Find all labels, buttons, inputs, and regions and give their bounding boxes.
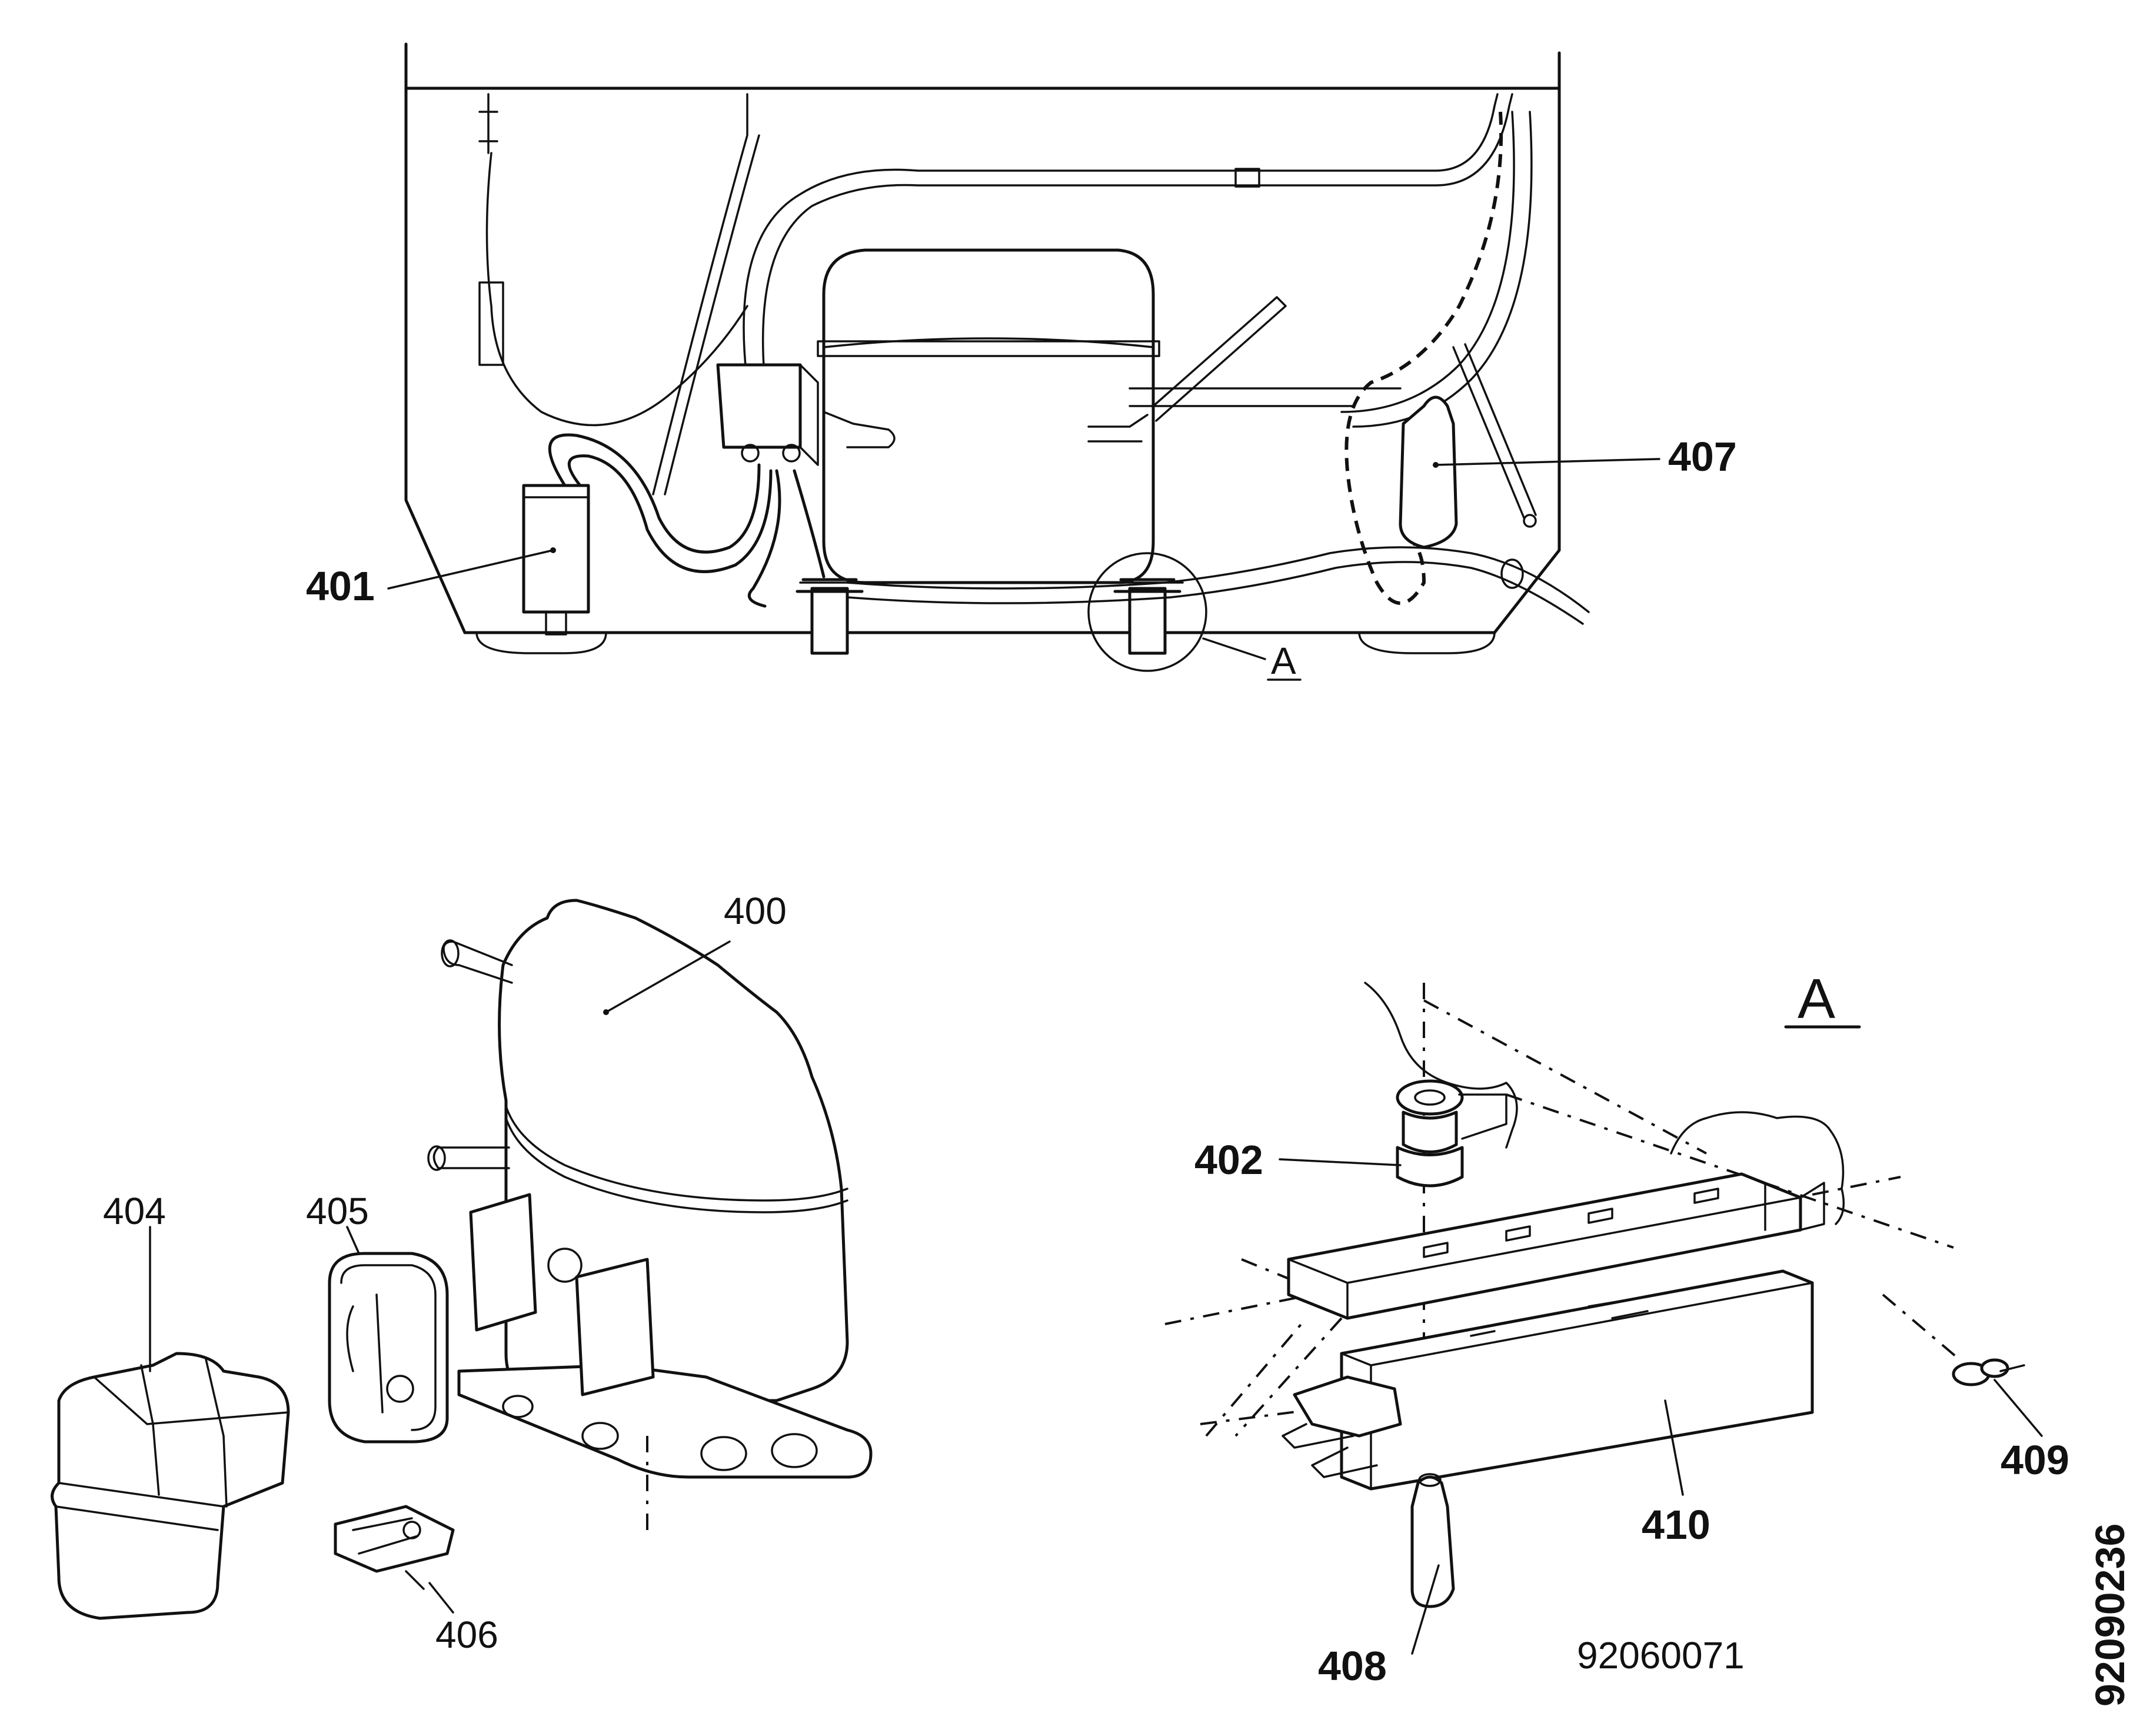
compressor-stub-left — [823, 411, 896, 448]
leader-a — [1202, 637, 1266, 660]
starter-box-side — [799, 364, 819, 466]
rod-end — [1523, 514, 1537, 528]
capacitor-foot — [545, 611, 567, 636]
right-pipe-inner — [1352, 111, 1533, 428]
leader-408 — [1411, 1564, 1440, 1655]
charge-tube — [1152, 296, 1287, 422]
leader-401 — [387, 549, 554, 590]
terminal-a — [741, 444, 760, 463]
compressor-seam-2 — [505, 1117, 848, 1213]
leader-409 — [1993, 1379, 2043, 1437]
terminal-pin — [547, 1248, 583, 1283]
stub-mid-end — [427, 1145, 446, 1171]
compressor-shell — [498, 899, 849, 1402]
leader-402 — [1279, 1158, 1402, 1166]
dash-plane-1 — [1423, 999, 1707, 1155]
leader-407 — [1435, 458, 1660, 466]
detail-title: A — [1798, 967, 1835, 1030]
end-clip — [1293, 1375, 1402, 1438]
compressor-compartment-view — [404, 42, 1590, 672]
label-detail-ref: A — [1271, 640, 1296, 682]
part-402-grommet — [1396, 1079, 1507, 1188]
label-404: 404 — [103, 1190, 166, 1232]
leader-401-dot — [550, 547, 556, 553]
wire-3 — [747, 469, 781, 608]
base-hole-3 — [581, 1422, 619, 1450]
label-410: 410 — [1642, 1502, 1710, 1548]
foot-left — [475, 631, 607, 654]
label-400: 400 — [724, 890, 787, 932]
mount-right-top — [1113, 578, 1181, 593]
compressor-band — [817, 340, 1160, 357]
bottom-tube-inner — [846, 561, 1584, 625]
drain-hose-dashed — [1344, 111, 1503, 605]
bottom-tube — [846, 546, 1590, 613]
filter-drier — [478, 281, 504, 366]
compressor-dome — [823, 337, 1154, 348]
part-406-clip — [334, 1505, 455, 1590]
part-404-cover — [51, 1352, 290, 1620]
drawing-number: 92060071 — [1577, 1634, 1745, 1677]
label-401: 401 — [306, 563, 375, 609]
base-plate — [457, 1363, 873, 1479]
label-409: 409 — [2001, 1437, 2069, 1483]
left-tube — [478, 93, 498, 154]
bracket-left — [469, 1193, 537, 1332]
base-hole-2 — [771, 1433, 818, 1468]
right-pipe — [1340, 111, 1515, 413]
label-407: 407 — [1668, 434, 1737, 480]
suction-line — [652, 93, 748, 495]
bracket-right — [575, 1258, 655, 1396]
compressor-seam — [505, 1105, 848, 1202]
dash-plane-2 — [1506, 1093, 1954, 1249]
compressor-exploded-view — [427, 899, 873, 1530]
base-hole-1 — [700, 1436, 747, 1471]
leader-400 — [605, 940, 731, 1013]
mount-left-top — [796, 578, 864, 593]
left-tube-loop — [485, 152, 748, 427]
detail-a-view — [1164, 982, 1961, 1491]
sheet-number: 92090236 — [2087, 1524, 2133, 1707]
leader-400-dot — [603, 1009, 609, 1015]
wire-2 — [567, 454, 773, 573]
leader-410 — [1664, 1399, 1684, 1496]
discharge-pipe — [743, 93, 1499, 384]
label-406: 406 — [435, 1614, 498, 1656]
detail-circle-a — [1087, 552, 1207, 672]
evaporation-bottle — [1399, 395, 1458, 549]
mount-left — [810, 587, 849, 655]
terminal-b — [782, 444, 801, 463]
part-405-relay — [328, 1252, 449, 1444]
dash-axis-right — [1882, 1293, 1961, 1361]
wire-1 — [548, 433, 761, 554]
cabinet-cloud-right — [1670, 1111, 1845, 1225]
part-409-screw — [1952, 1358, 2025, 1386]
foot-right — [1358, 631, 1496, 654]
part-408-bottle — [1410, 1473, 1455, 1608]
tube-grommet — [1500, 558, 1524, 589]
leader-405 — [346, 1226, 360, 1255]
dash-plane-6 — [1205, 1317, 1307, 1437]
leader-406 — [428, 1582, 454, 1614]
pipe-joint — [1234, 168, 1260, 188]
discharge-pipe-inner — [761, 93, 1513, 384]
label-405: 405 — [306, 1190, 369, 1232]
capacitor — [522, 484, 590, 614]
compressor-stub-right — [1087, 414, 1149, 443]
suction-line-2 — [664, 134, 760, 495]
label-402: 402 — [1194, 1137, 1263, 1183]
base-hole-4 — [502, 1395, 534, 1418]
stub-top-end — [441, 939, 460, 967]
compressor-body — [822, 248, 1155, 584]
side-tube — [1129, 387, 1402, 407]
starter-box — [716, 363, 802, 449]
lower-rail — [1340, 1269, 1814, 1491]
wire-4 — [793, 469, 826, 578]
leader-407-dot — [1433, 462, 1439, 468]
label-408: 408 — [1318, 1643, 1387, 1689]
angled-rod — [1452, 343, 1537, 519]
